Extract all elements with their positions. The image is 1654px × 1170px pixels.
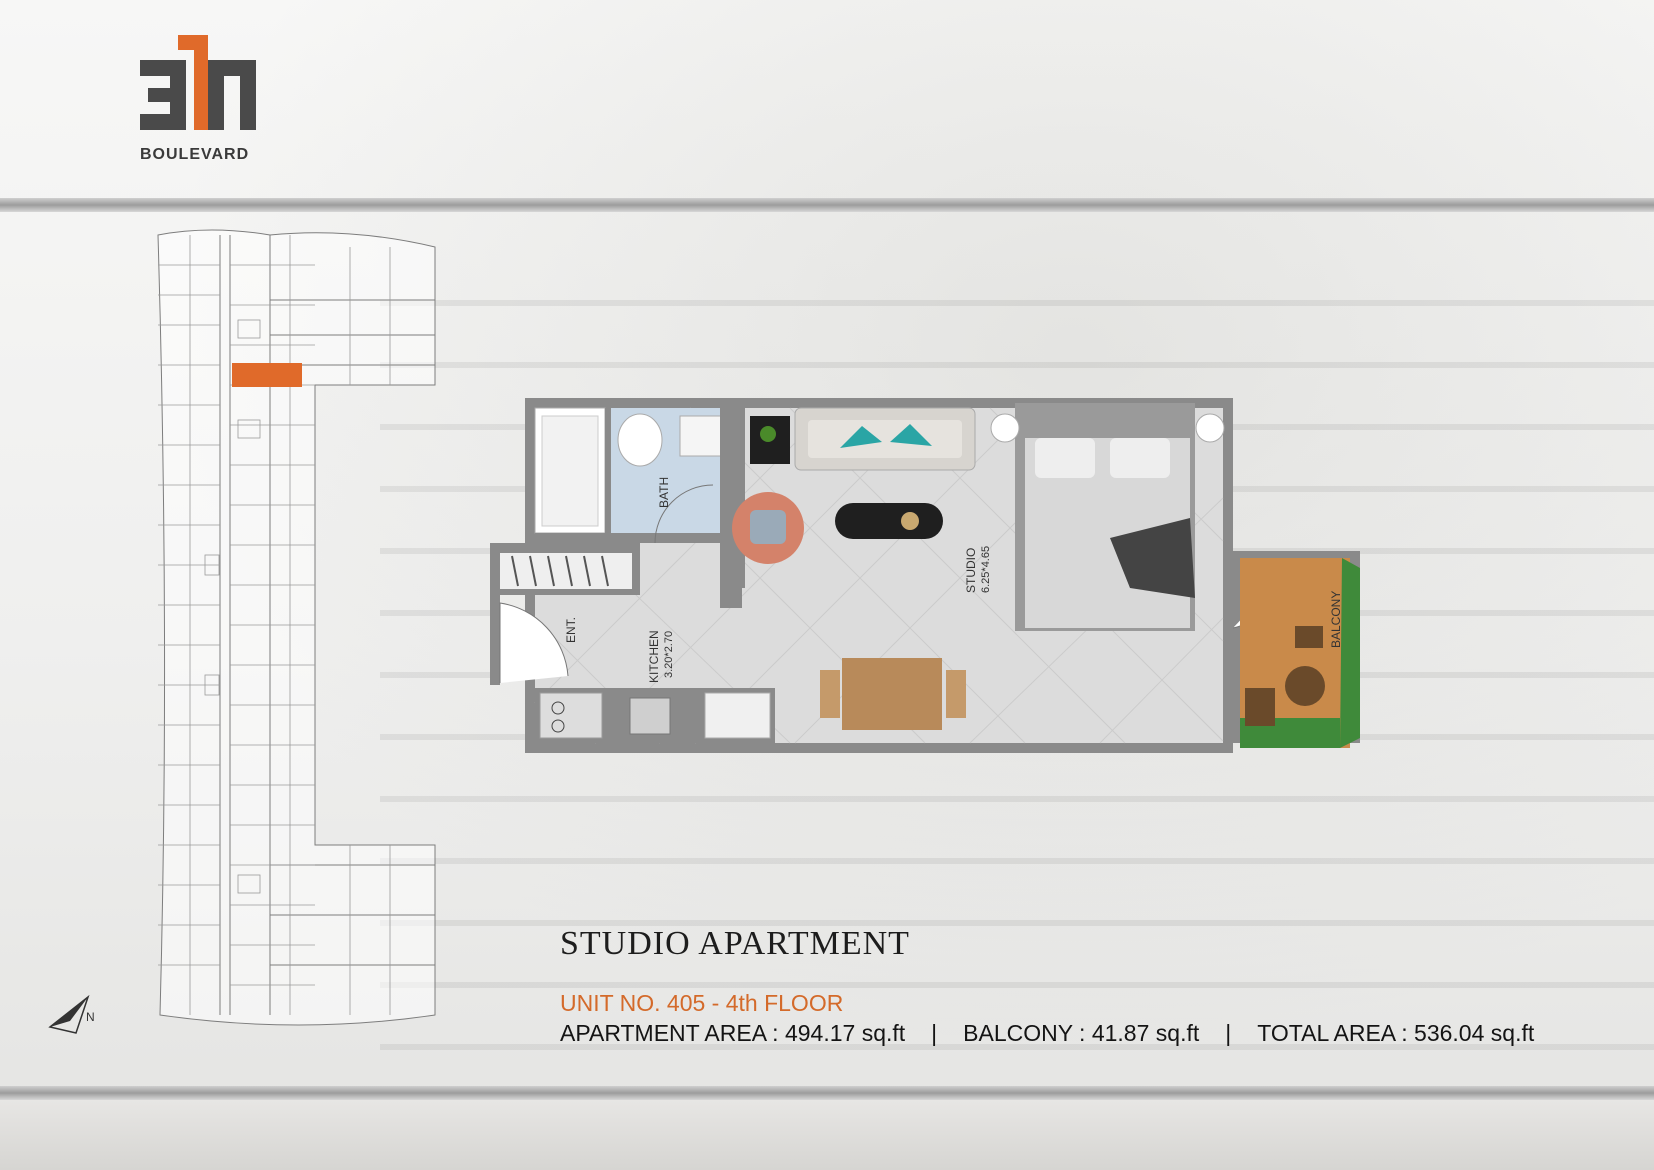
total-area: TOTAL AREA : 536.04 sq.ft [1257, 1020, 1535, 1046]
building-key-plan [157, 229, 436, 1026]
apartment-area: APARTMENT AREA : 494.17 sq.ft [560, 1020, 906, 1046]
brand-logo [140, 35, 256, 130]
unit-floor-plan: BATH ENT. KITCHEN 3.20*2.70 STUDIO 6.25*… [490, 398, 1360, 753]
balcony-area: BALCONY : 41.87 sq.ft [963, 1020, 1200, 1046]
bottom-divider-band [0, 1086, 1654, 1100]
highlighted-unit [232, 363, 302, 387]
room-label-balcony: BALCONY [1329, 591, 1343, 648]
room-label-bath: BATH [657, 477, 671, 508]
area-summary: APARTMENT AREA : 494.17 sq.ft | BALCONY … [560, 1020, 1534, 1047]
north-letter: N [86, 1010, 95, 1024]
room-dims-studio: 6.25*4.65 [980, 546, 992, 593]
room-dims-kitchen: 3.20*2.70 [663, 631, 675, 678]
brand-name: BOULEVARD [140, 146, 250, 163]
bottom-strip [0, 1100, 1654, 1170]
separator: | [931, 1020, 938, 1046]
north-arrow-icon: N [48, 995, 95, 1034]
room-label-studio: STUDIO [964, 548, 978, 593]
unit-number: UNIT NO. 405 - 4th FLOOR [560, 990, 844, 1016]
top-divider-band [0, 198, 1654, 212]
room-label-kitchen: KITCHEN [647, 630, 661, 683]
room-label-ent: ENT. [564, 617, 578, 643]
separator: | [1225, 1020, 1232, 1046]
plan-title: STUDIO APARTMENT [560, 925, 910, 962]
